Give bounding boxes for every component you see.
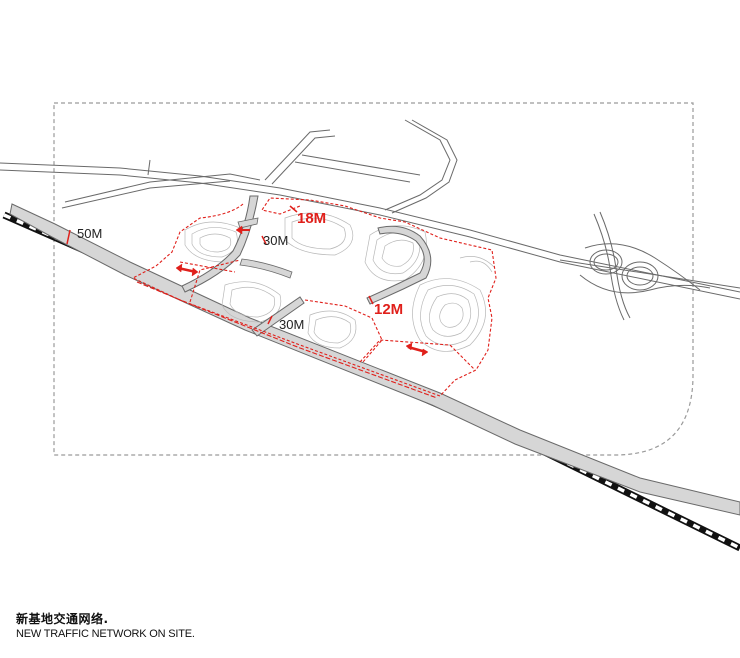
entry-arrow [235, 225, 250, 235]
highway-north [0, 162, 740, 300]
road-50m [9, 203, 740, 516]
highway-interchange [579, 211, 711, 321]
study-area-border [53, 102, 694, 456]
site-boundary [131, 197, 497, 399]
label-road-12m: 12M [374, 301, 403, 318]
label-road-18m: 18M [297, 210, 326, 227]
site-contours [184, 212, 496, 352]
road-width-markers [66, 205, 374, 325]
caption-title-en: NEW TRAFFIC NETWORK ON SITE. [16, 628, 195, 640]
caption-title-cn: 新基地交通网络. [16, 612, 109, 626]
two-way-arrow-east [405, 342, 429, 357]
two-way-arrows [175, 225, 429, 357]
label-road-50m: 50M [77, 226, 102, 241]
label-road-30m-south: 30M [279, 317, 304, 332]
roads-north-branches [61, 119, 458, 214]
map-caption: 新基地交通网络. NEW TRAFFIC NETWORK ON SITE. [16, 611, 195, 641]
two-way-arrow-west [175, 263, 199, 277]
label-road-30m-north: 30M [263, 233, 288, 248]
